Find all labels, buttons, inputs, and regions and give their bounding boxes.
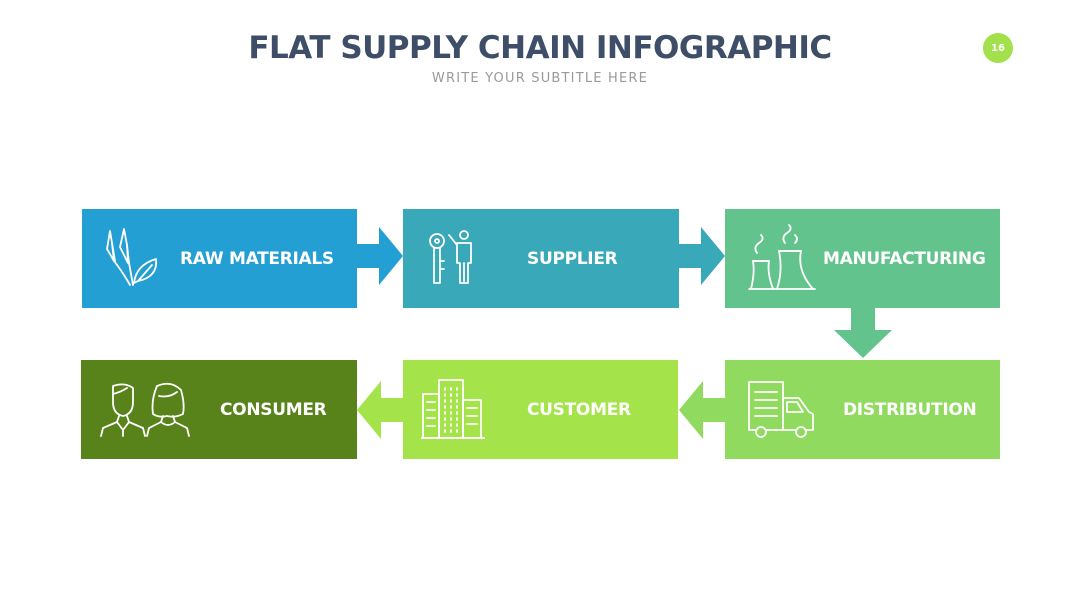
step-label: SUPPLIER — [527, 248, 618, 269]
step-supplier: SUPPLIER — [403, 209, 679, 308]
step-distribution: DISTRIBUTION — [725, 360, 1000, 459]
page-title: FLAT SUPPLY CHAIN INFOGRAPHIC — [248, 30, 832, 66]
delivery-truck-icon — [747, 380, 817, 440]
key-person-icon — [427, 227, 483, 289]
office-buildings-icon — [421, 378, 485, 442]
page-subtitle: WRITE YOUR SUBTITLE HERE — [431, 71, 649, 86]
step-manufacturing: MANUFACTURING — [725, 209, 1000, 308]
arrow-left-2 — [357, 381, 403, 439]
step-raw-materials: RAW MATERIALS — [82, 209, 357, 308]
step-label: CONSUMER — [220, 399, 327, 420]
step-label: MANUFACTURING — [823, 248, 986, 269]
two-people-icon — [97, 382, 197, 440]
step-customer: CUSTOMER — [403, 360, 678, 459]
arrow-right-2 — [679, 227, 725, 285]
page-number-badge: 16 — [983, 33, 1013, 63]
step-label: DISTRIBUTION — [843, 399, 977, 420]
plant-leaves-icon — [100, 225, 164, 291]
factory-cooling-towers-icon — [747, 223, 817, 293]
arrow-left-1 — [679, 381, 725, 439]
arrow-right-1 — [357, 227, 403, 285]
step-label: CUSTOMER — [527, 399, 631, 420]
step-label: RAW MATERIALS — [180, 248, 334, 269]
arrow-down — [834, 306, 892, 358]
step-consumer: CONSUMER — [81, 360, 357, 459]
